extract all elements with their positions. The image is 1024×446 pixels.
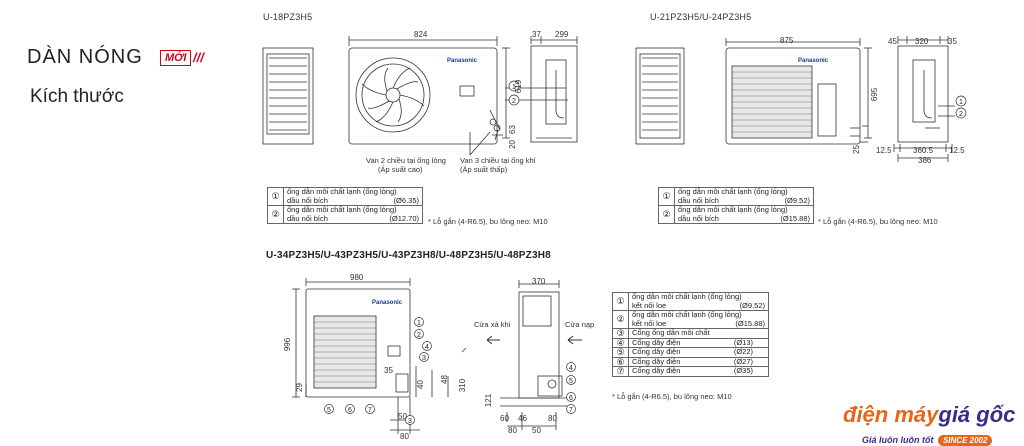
callout-7: 7 <box>368 407 372 414</box>
callout-5: 5 <box>569 378 573 385</box>
unit2-dim-386: 386 <box>918 156 932 165</box>
airflow-arrows <box>486 335 582 345</box>
unit3-dim-46: 46 <box>518 414 527 423</box>
unit2-right-view <box>893 36 955 162</box>
unit2-dim-25: 25 <box>851 145 861 154</box>
table-row: ② ống dẫn môi chất lạnh (ống lỏng)kết nố… <box>612 310 769 329</box>
unit3-note: * Lỗ gắn (4-R6.5), bu lông neo: M10 <box>612 392 732 401</box>
table-row: ① ống dẫn môi chất lạnh (ống lỏng)dầu nố… <box>658 187 814 206</box>
callout-6: 6 <box>569 395 573 402</box>
unit1-callout-gas: Van 3 chiều tại ống khí(Áp suất thấp) <box>460 156 536 174</box>
unit3-front-view <box>292 278 467 434</box>
unit3-dim-60: 60 <box>500 414 509 423</box>
brand-tagline: Giá luôn luôn tốt SINCE 2002 <box>862 430 993 446</box>
unit2-note: * Lỗ gắn (4-R6.5), bu lông neo: M10 <box>818 217 938 226</box>
callout-2: 2 <box>959 111 963 118</box>
unit3-dim-121: 121 <box>484 393 494 408</box>
unit2-dim-12-5-right: 12.5 <box>949 146 965 155</box>
unit1-legend-table: ① ống dẫn môi chất lạnh (ống lỏng)dầu nố… <box>267 187 423 224</box>
unit3-dim-80c: 80 <box>548 414 557 423</box>
unit3-depth: 370 <box>532 277 546 286</box>
unit1-dim-63: 63 <box>507 125 517 134</box>
since-badge: SINCE 2002 <box>937 435 993 446</box>
unit1-dim-b: 299 <box>555 30 569 39</box>
unit3-dim-50b: 50 <box>532 426 541 435</box>
unit2-front-view <box>725 38 872 145</box>
callout-2: 2 <box>417 332 421 339</box>
callout-7: 7 <box>569 407 573 414</box>
model-title-bottom: U-34PZ3H5/U-43PZ3H5/U-43PZ3H8/U-48PZ3H5/… <box>266 250 551 261</box>
exhaust-label: Cửa xả khí <box>474 320 511 329</box>
unit3-dim-35: 35 <box>384 366 393 375</box>
model-title-top-right: U-21PZ3H5/U-24PZ3H5 <box>650 12 752 22</box>
unit1-callout-liquid: Van 2 chiều tại ống lỏng(Áp suất cao) <box>366 156 446 174</box>
unit2-dim-35: 35 <box>948 37 957 46</box>
table-row: ① ống dẫn môi chất lạnh (ống lỏng)dầu nố… <box>267 187 423 206</box>
unit3-dim-80: 80 <box>400 432 409 441</box>
unit2-width: 875 <box>780 36 794 45</box>
unit1-front-view <box>348 36 510 156</box>
panasonic-logo: Panasonic <box>447 58 478 64</box>
model-title-top-left: U-18PZ3H5 <box>263 12 313 22</box>
badge-stripes-icon: /// <box>193 50 204 65</box>
unit3-dim-29: 29 <box>294 383 304 392</box>
unit2-height: 695 <box>870 87 880 102</box>
new-badge: MỚI <box>160 50 192 66</box>
intake-label: Cửa nạp <box>565 320 595 329</box>
callout-2: 2 <box>512 98 516 105</box>
section-subtitle: Kích thước <box>30 86 124 107</box>
section-title: DÀN NÓNG <box>27 46 143 68</box>
unit2-dim-12-5-left: 12.5 <box>876 146 892 155</box>
callout-3: 3 <box>422 355 426 362</box>
unit2-legend-table: ① ống dẫn môi chất lạnh (ống lỏng)dầu nố… <box>658 187 814 224</box>
table-row: ① ống dẫn môi chất lạnh (ống lỏng)kết nố… <box>612 292 769 311</box>
callout-markers <box>324 80 967 425</box>
callout-3: 3 <box>408 418 412 425</box>
unit3-dim-40: 40 <box>415 380 425 389</box>
unit1-dim-20: 20 <box>507 140 517 149</box>
table-row: ② ống dẫn môi chất lạnh (ống lỏng)dầu nố… <box>658 205 814 224</box>
panasonic-logo: Panasonic <box>372 300 403 306</box>
callout-4: 4 <box>425 344 429 351</box>
unit1-width: 824 <box>414 30 428 39</box>
callout-5: 5 <box>327 407 331 414</box>
unit3-dim-48: 48 <box>439 375 449 384</box>
brand-logo[interactable]: điện máygiá gốc <box>843 402 1016 427</box>
callout-6: 6 <box>348 407 352 414</box>
unit1-dim-a: 37 <box>532 30 541 39</box>
unit3-width: 980 <box>350 273 364 282</box>
panasonic-logo: Panasonic <box>798 58 829 64</box>
callout-1: 1 <box>417 320 421 327</box>
unit3-dim-80b: 80 <box>508 426 517 435</box>
unit2-dim-360-5: 360.5 <box>913 146 934 155</box>
unit2-side-view <box>635 47 685 145</box>
unit3-side-view <box>500 280 572 430</box>
callout-1: 1 <box>959 99 963 106</box>
unit2-dim-320: 320 <box>915 37 929 46</box>
unit3-legend-table: ① ống dẫn môi chất lạnh (ống lỏng)kết nố… <box>612 292 769 377</box>
callout-4: 4 <box>569 365 573 372</box>
unit1-height: 619 <box>514 79 524 94</box>
table-row: ② ống dẫn môi chất lạnh (ống lỏng)dầu nố… <box>267 205 423 224</box>
unit3-dim-50: 50 <box>398 412 407 421</box>
unit1-note: * Lỗ gắn (4-R6.5), bu lông neo: M10 <box>428 217 548 226</box>
unit3-height: 996 <box>283 337 293 352</box>
callout-1: 1 <box>512 84 516 91</box>
unit3-dim-310: 310 <box>458 378 468 393</box>
unit1-side-view <box>262 47 314 145</box>
unit2-dim-45: 45 <box>888 37 897 46</box>
